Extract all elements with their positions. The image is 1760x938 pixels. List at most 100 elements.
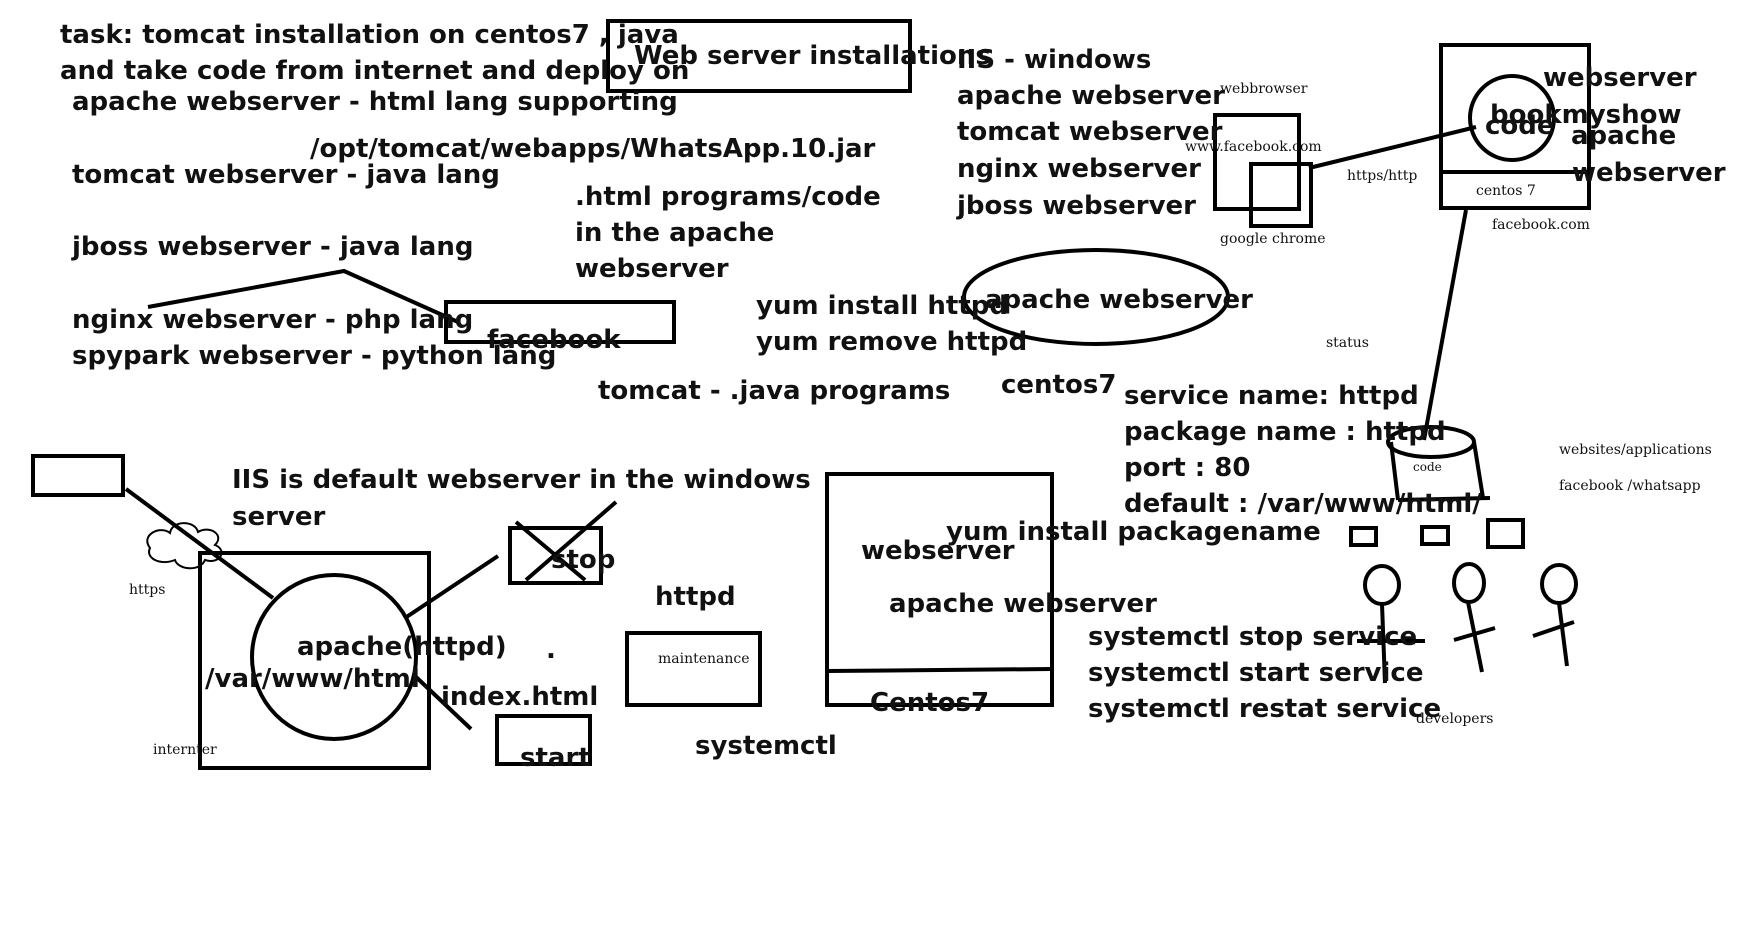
client-to-server-line xyxy=(124,487,275,600)
server-list-2: apache webserver xyxy=(957,81,1225,111)
server-facebook-label: facebook.com xyxy=(1492,217,1590,233)
mid-apache-label: apache webserver xyxy=(889,589,1157,619)
default-path: default : /var/www/html/ xyxy=(1124,489,1482,519)
protocol-label: https/http xyxy=(1347,168,1418,184)
systemctl-start: systemctl start service xyxy=(1088,658,1424,688)
server-centos-label: centos 7 xyxy=(1476,183,1536,199)
httpd-label: httpd xyxy=(655,582,736,612)
html-programs-2: in the apache xyxy=(575,218,775,248)
https-label: https xyxy=(129,582,166,598)
systemctl-label: systemctl xyxy=(695,731,837,761)
var-www-label: /var/www/html xyxy=(205,664,420,694)
db-bottom xyxy=(1397,496,1491,502)
developer-body-1 xyxy=(1380,603,1387,684)
mid-webserver-label: webserver xyxy=(861,536,1015,566)
list-nginx: nginx webserver - php lang xyxy=(72,305,474,335)
tomcat-java: tomcat - .java programs xyxy=(598,376,951,406)
task-line-1: task: tomcat installation on centos7 , j… xyxy=(60,20,679,50)
server-webserver-label: webserver xyxy=(1543,63,1697,93)
apache-to-start-line xyxy=(413,674,473,731)
yum-packagename: yum install packagename xyxy=(946,517,1321,547)
mid-centos-label: Centos7 xyxy=(870,688,990,718)
apache-httpd-label: apache(httpd) xyxy=(297,632,507,662)
small-box-3 xyxy=(1486,518,1525,549)
list-apache: apache webserver - html lang supporting xyxy=(72,87,678,117)
index-html-label: index.html xyxy=(441,682,599,712)
maintenance-box xyxy=(625,631,762,707)
list-spypark: spypark webserver - python lang xyxy=(72,341,557,371)
websites-apps-label: websites/applications xyxy=(1559,442,1712,458)
jar-path: /opt/tomcat/webapps/WhatsApp.10.jar xyxy=(310,134,876,164)
apache-ellipse xyxy=(962,248,1230,346)
service-name: service name: httpd xyxy=(1124,381,1419,411)
start-box xyxy=(495,714,592,766)
mid-server-divider xyxy=(826,667,1053,673)
server-apache-label: apache xyxy=(1571,121,1677,151)
facebook-box-border xyxy=(444,300,676,344)
server-list-3: tomcat webserver xyxy=(957,117,1223,147)
systemctl-stop: systemctl stop service xyxy=(1088,622,1418,652)
small-box-2 xyxy=(1420,525,1450,546)
webbrowser-label: webbrowser xyxy=(1220,81,1308,97)
systemctl-restart: systemctl restat service xyxy=(1088,694,1442,724)
client-box xyxy=(31,454,125,497)
list-tomcat: tomcat webserver - java lang xyxy=(72,160,500,190)
apache-circle xyxy=(250,573,418,741)
title-box-text: Web server installations xyxy=(634,41,991,71)
start-label: start xyxy=(520,743,591,773)
stop-cross-2 xyxy=(524,500,618,582)
bookmyshow-label: bookmyshow xyxy=(1490,100,1682,130)
mid-server-box xyxy=(825,472,1054,707)
package-name: package name : httpd xyxy=(1124,417,1446,447)
db-right xyxy=(1472,441,1485,499)
apache-ellipse-text: apache webserver xyxy=(985,285,1253,315)
server-box-border xyxy=(1439,43,1591,210)
stop-label: stop xyxy=(551,545,616,575)
list-jboss: jboss webserver - java lang xyxy=(72,232,474,262)
small-box-1 xyxy=(1349,526,1378,547)
developer-head-1 xyxy=(1363,564,1401,606)
port-info: port : 80 xyxy=(1124,453,1251,483)
server-list-5: jboss webserver xyxy=(957,191,1196,221)
status-label: status xyxy=(1326,335,1369,351)
dot-mark: . xyxy=(546,635,556,665)
developer-arms-2 xyxy=(1453,626,1496,642)
server-list-1: IIS - windows xyxy=(957,45,1152,75)
html-programs-1: .html programs/code xyxy=(575,182,881,212)
developers-label: developers xyxy=(1416,711,1494,727)
developer-body-2 xyxy=(1466,601,1484,673)
facebook-whatsapp-label: facebook /whatsapp xyxy=(1559,478,1701,494)
centos7-label: centos7 xyxy=(1001,370,1117,400)
connector-line xyxy=(147,268,459,324)
developer-head-3 xyxy=(1540,563,1578,605)
html-programs-3: webserver xyxy=(575,254,729,284)
browser-url: www.facebook.com xyxy=(1185,139,1322,155)
server-to-db-line xyxy=(1422,209,1468,441)
stop-cross-1 xyxy=(514,520,587,582)
title-box-border xyxy=(606,19,912,93)
stop-box xyxy=(508,526,603,585)
code-label: code xyxy=(1485,111,1555,141)
internet-label: internter xyxy=(153,742,217,758)
apache-to-stop-line xyxy=(403,554,500,620)
server-webserver2-label: webserver xyxy=(1572,158,1726,188)
left-server-box xyxy=(198,551,431,770)
code-db-label: code xyxy=(1413,460,1442,474)
yum-remove: yum remove httpd xyxy=(756,327,1028,357)
developer-body-3 xyxy=(1557,602,1569,667)
db-left xyxy=(1389,441,1400,501)
iis-default-2: server xyxy=(232,502,326,532)
yum-install: yum install httpd xyxy=(756,291,1008,321)
browser-to-server-line xyxy=(1308,125,1477,170)
code-circle xyxy=(1468,74,1556,162)
task-line-2: and take code from internet and deploy o… xyxy=(60,56,690,86)
developer-head-2 xyxy=(1452,562,1486,604)
maintenance-label: maintenance xyxy=(658,651,750,667)
google-chrome-label: google chrome xyxy=(1220,231,1326,247)
iis-default-1: IIS is default webserver in the windows xyxy=(232,465,811,495)
browser-box-front xyxy=(1249,162,1313,228)
cloud-icon xyxy=(146,522,223,570)
server-list-4: nginx webserver xyxy=(957,154,1201,184)
